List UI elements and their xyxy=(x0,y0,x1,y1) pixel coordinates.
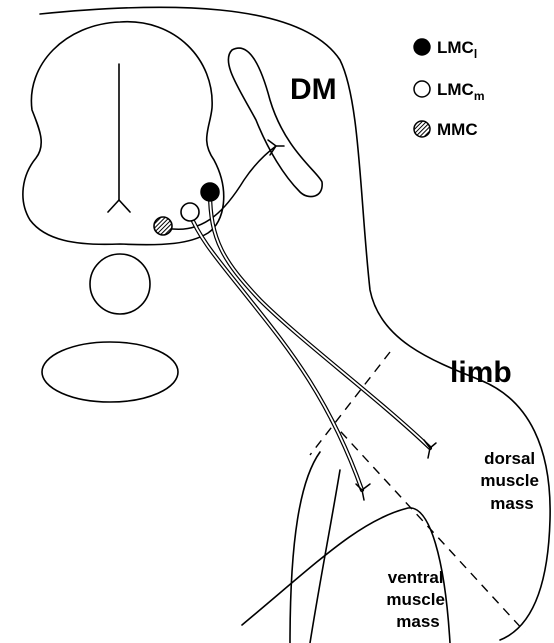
legend-mmc-symbol xyxy=(414,121,430,137)
dorsal-axon-terminal xyxy=(424,440,436,458)
dm-label: DM xyxy=(290,73,337,106)
notochord xyxy=(90,254,150,314)
dermomyotome xyxy=(228,48,322,197)
lmcm-cell xyxy=(181,203,199,221)
dorsal-muscle-mass-label: dorsal muscle mass xyxy=(480,449,543,513)
central-canal-fork xyxy=(108,200,130,212)
ventral-ellipse xyxy=(42,342,178,402)
legend-lmcm-label: LMCm xyxy=(437,80,485,103)
legend-mmc-label: MMC xyxy=(437,120,478,139)
legend: LMCl LMCm MMC xyxy=(414,38,485,139)
legend-item-mmc: MMC xyxy=(414,120,478,139)
lmcl-axon xyxy=(210,192,430,448)
ventral-muscle-mass-label: ventral muscle mass xyxy=(386,568,449,631)
lmcl-cell xyxy=(201,183,219,201)
dm-axon-terminal xyxy=(268,140,284,155)
legend-lmcl-symbol xyxy=(414,39,430,55)
legend-item-lmcl: LMCl xyxy=(414,38,477,61)
lmcl-axon-inner xyxy=(210,192,430,448)
lmcm-axon-inner xyxy=(190,214,362,490)
legend-lmcm-symbol xyxy=(414,81,430,97)
limb-label: limb xyxy=(450,356,512,389)
legend-item-lmcm: LMCm xyxy=(414,80,485,103)
legend-lmcl-label: LMCl xyxy=(437,38,477,61)
mmc-cell xyxy=(154,217,172,235)
ventral-axon-terminal xyxy=(356,484,370,500)
ventral-wall-right xyxy=(310,470,340,643)
